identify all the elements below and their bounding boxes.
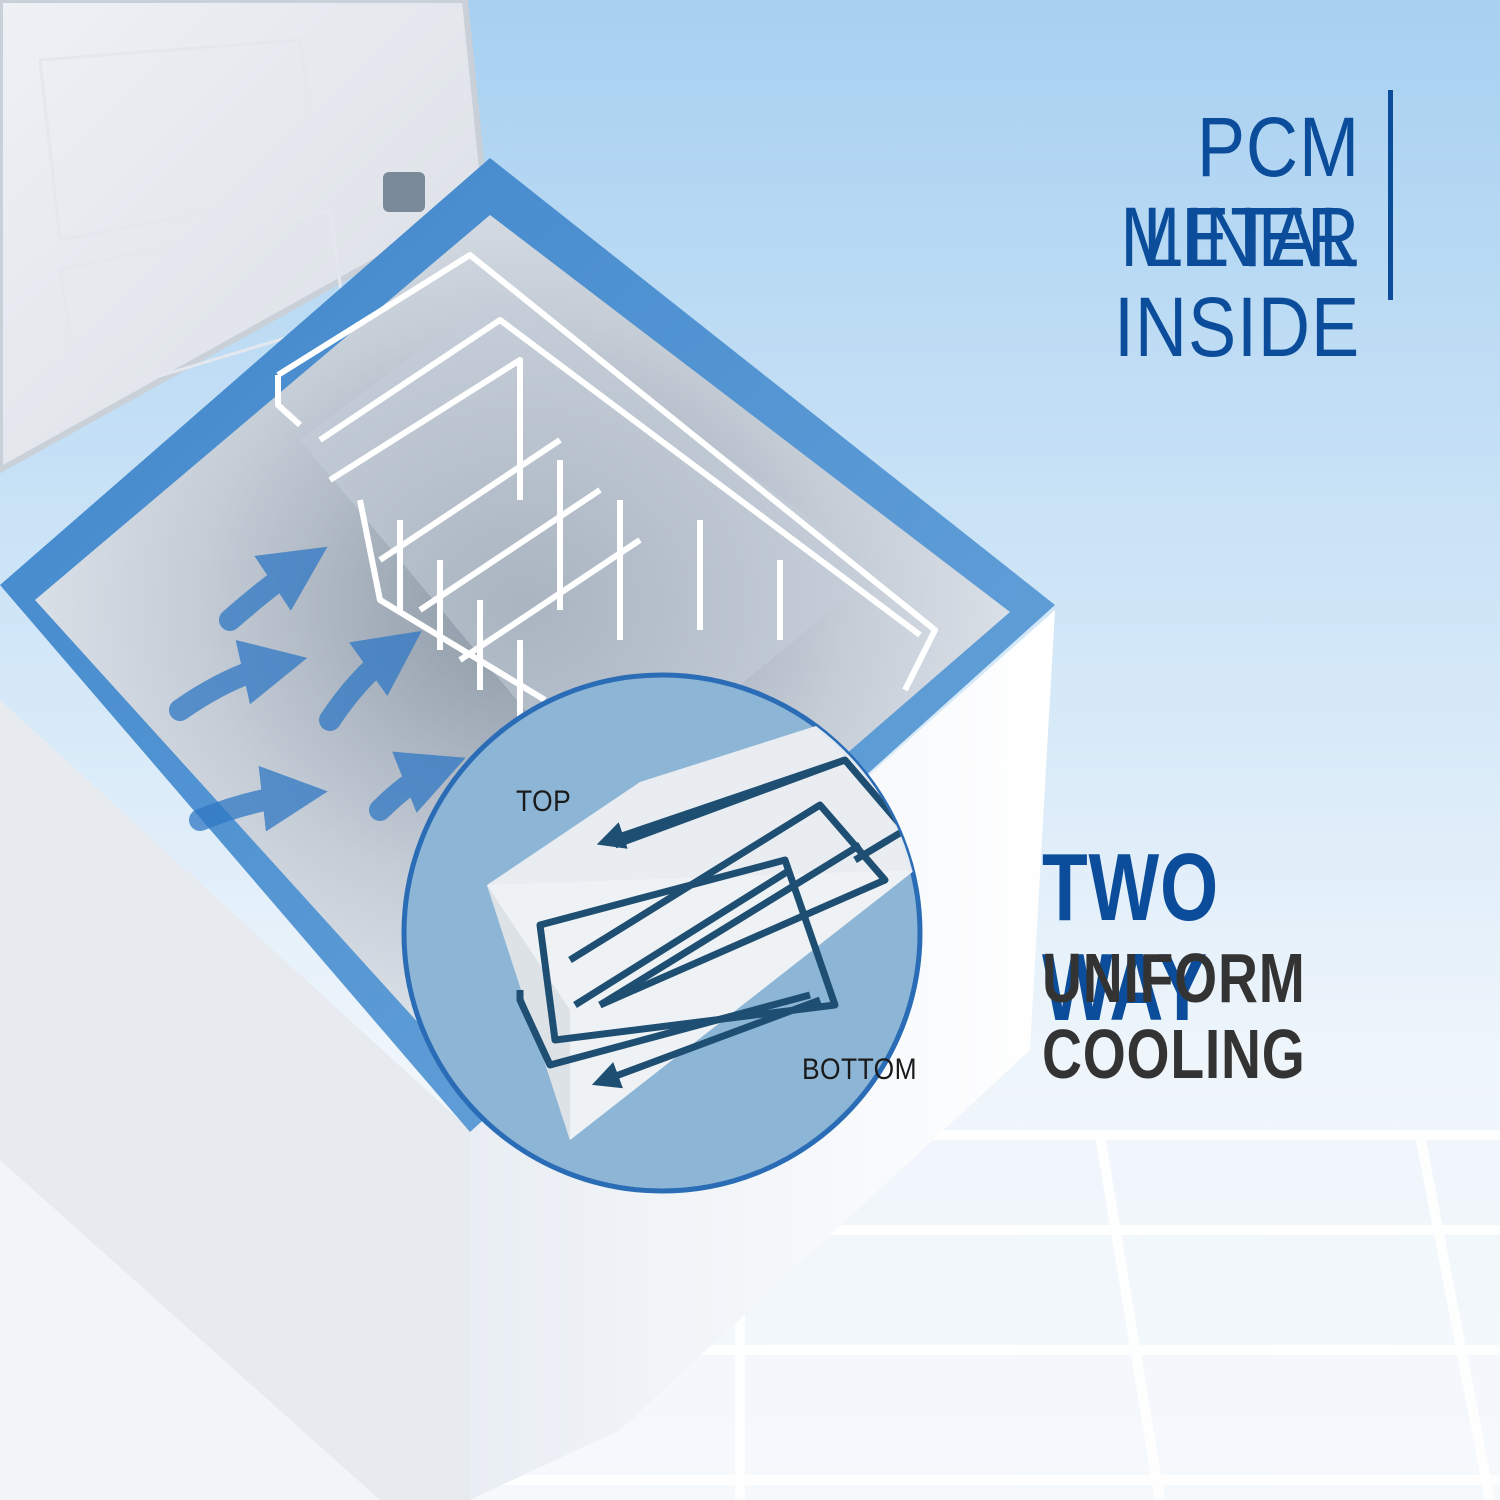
headline-uniform-cooling: UNIFORM COOLING — [1042, 939, 1306, 1093]
wire-basket — [275, 252, 938, 720]
diagram-label-bottom: BOTTOM — [802, 1053, 918, 1086]
headline-pcm-metal: PCM METAL — [1120, 100, 1360, 284]
airflow-arrow-icon — [169, 546, 466, 832]
lid-hinge — [383, 172, 425, 212]
headline-liner-inside: LINER INSIDE — [1113, 190, 1360, 374]
headline-two-way: TWO WAY — [1042, 834, 1219, 1041]
freezer-shadow-side — [0, 700, 470, 1500]
coil-diagram — [487, 712, 915, 1140]
diagram-label-top: TOP — [516, 785, 572, 818]
headline-divider — [1388, 90, 1393, 300]
cavity-back-wall — [300, 290, 880, 800]
